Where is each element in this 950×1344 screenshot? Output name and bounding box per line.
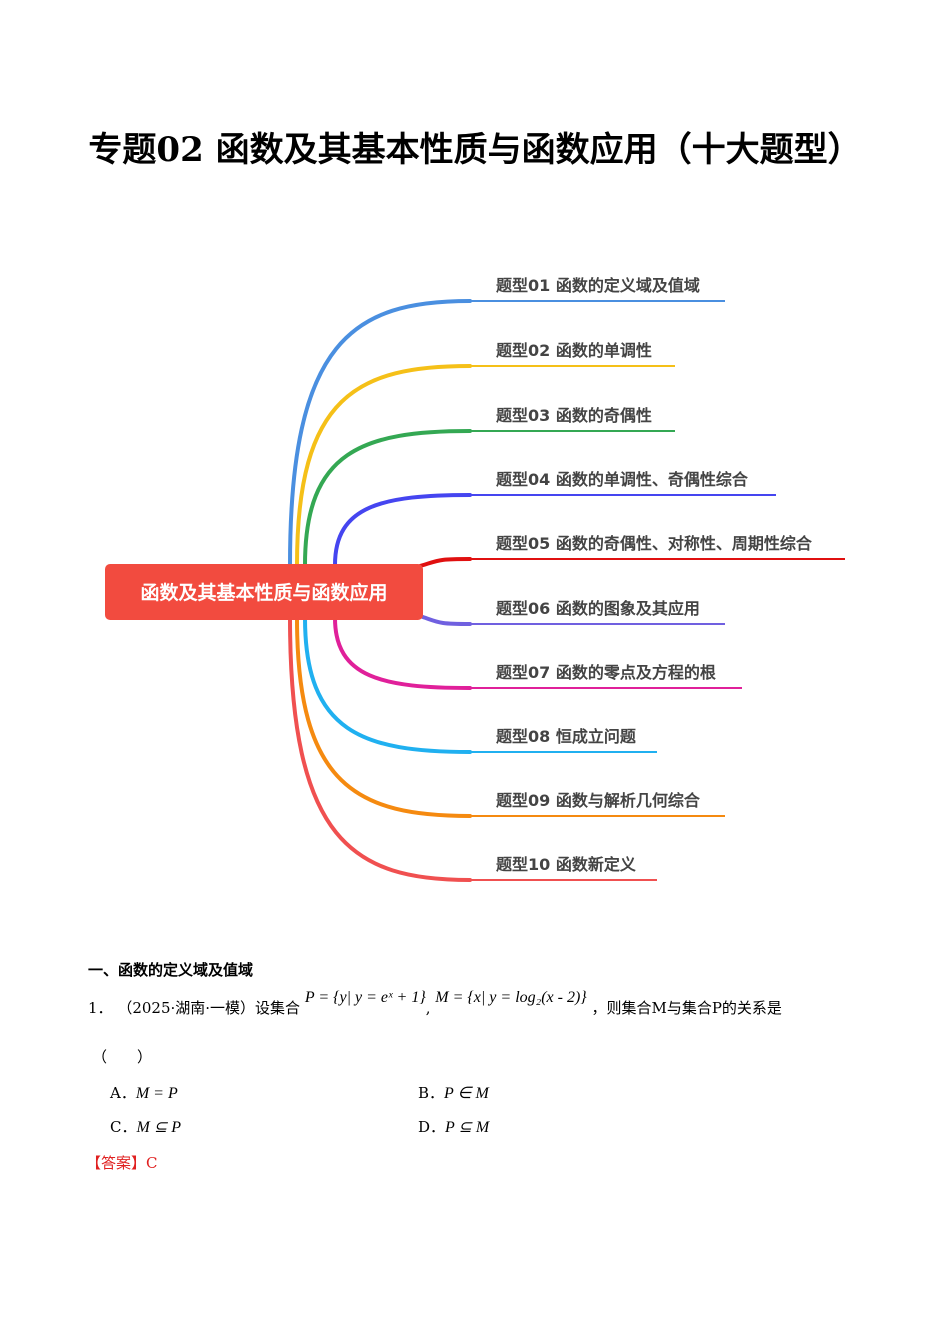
- formula-p: P = {y| y = eˣ + 1}: [304, 989, 426, 1006]
- option-d[interactable]: D．P ⊆ M: [418, 1118, 490, 1136]
- branch-label[interactable]: 题型06 函数的图象及其应用: [496, 599, 700, 618]
- question-stem: 1． （2025·湖南·一模）设集合 P = {y| y = eˣ + 1}, …: [88, 989, 782, 1017]
- branch-curve: [303, 429, 472, 567]
- branch-curve: [333, 616, 472, 690]
- option-a[interactable]: A．M = P: [110, 1084, 178, 1102]
- branch-label[interactable]: 题型01 函数的定义域及值域: [496, 276, 700, 295]
- option-c[interactable]: C．M ⊆ P: [110, 1118, 181, 1136]
- answer-paren: （ ）: [92, 1048, 153, 1066]
- branch-label[interactable]: 题型10 函数新定义: [496, 855, 636, 874]
- branch-label[interactable]: 题型04 函数的单调性、奇偶性综合: [496, 470, 749, 489]
- root-node: [105, 564, 423, 620]
- branch-curve: [295, 616, 472, 818]
- branch-curve: [303, 616, 472, 754]
- question-source: （2025·湖南·一模）设集合: [117, 999, 301, 1017]
- branch-label[interactable]: 题型05 函数的奇偶性、对称性、周期性综合: [496, 534, 813, 553]
- branch-label[interactable]: 题型09 函数与解析几何综合: [496, 791, 701, 810]
- branch-label[interactable]: 题型07 函数的零点及方程的根: [496, 663, 716, 682]
- branch-label[interactable]: 题型02 函数的单调性: [496, 341, 652, 360]
- root-label: 函数及其基本性质与函数应用: [140, 581, 387, 604]
- branch-label[interactable]: 题型08 恒成立问题: [496, 727, 637, 746]
- branch-curve: [295, 364, 472, 567]
- section-heading: 一、函数的定义域及值域: [88, 961, 254, 979]
- formula-m: M = {x| y = log₂(x - 2)}: [435, 989, 587, 1006]
- option-b[interactable]: B．P ∈ M: [418, 1084, 489, 1102]
- branch-curve: [288, 616, 472, 882]
- branch-curve: [418, 557, 472, 568]
- question-tail: ，则集合M与集合P的关系是: [591, 999, 782, 1017]
- page-title: 专题02 函数及其基本性质与函数应用（十大题型）: [88, 130, 862, 170]
- branch-line: [419, 558, 845, 567]
- branch-curve: [288, 299, 472, 567]
- branch-label[interactable]: 题型03 函数的奇偶性: [496, 406, 652, 425]
- branch-curve: [418, 614, 472, 626]
- question-number: 1．: [88, 999, 113, 1017]
- answer-label: 【答案】C: [86, 1154, 158, 1172]
- branch-line: [296, 617, 725, 817]
- branch-line: [334, 494, 776, 566]
- branch-curve: [333, 493, 472, 567]
